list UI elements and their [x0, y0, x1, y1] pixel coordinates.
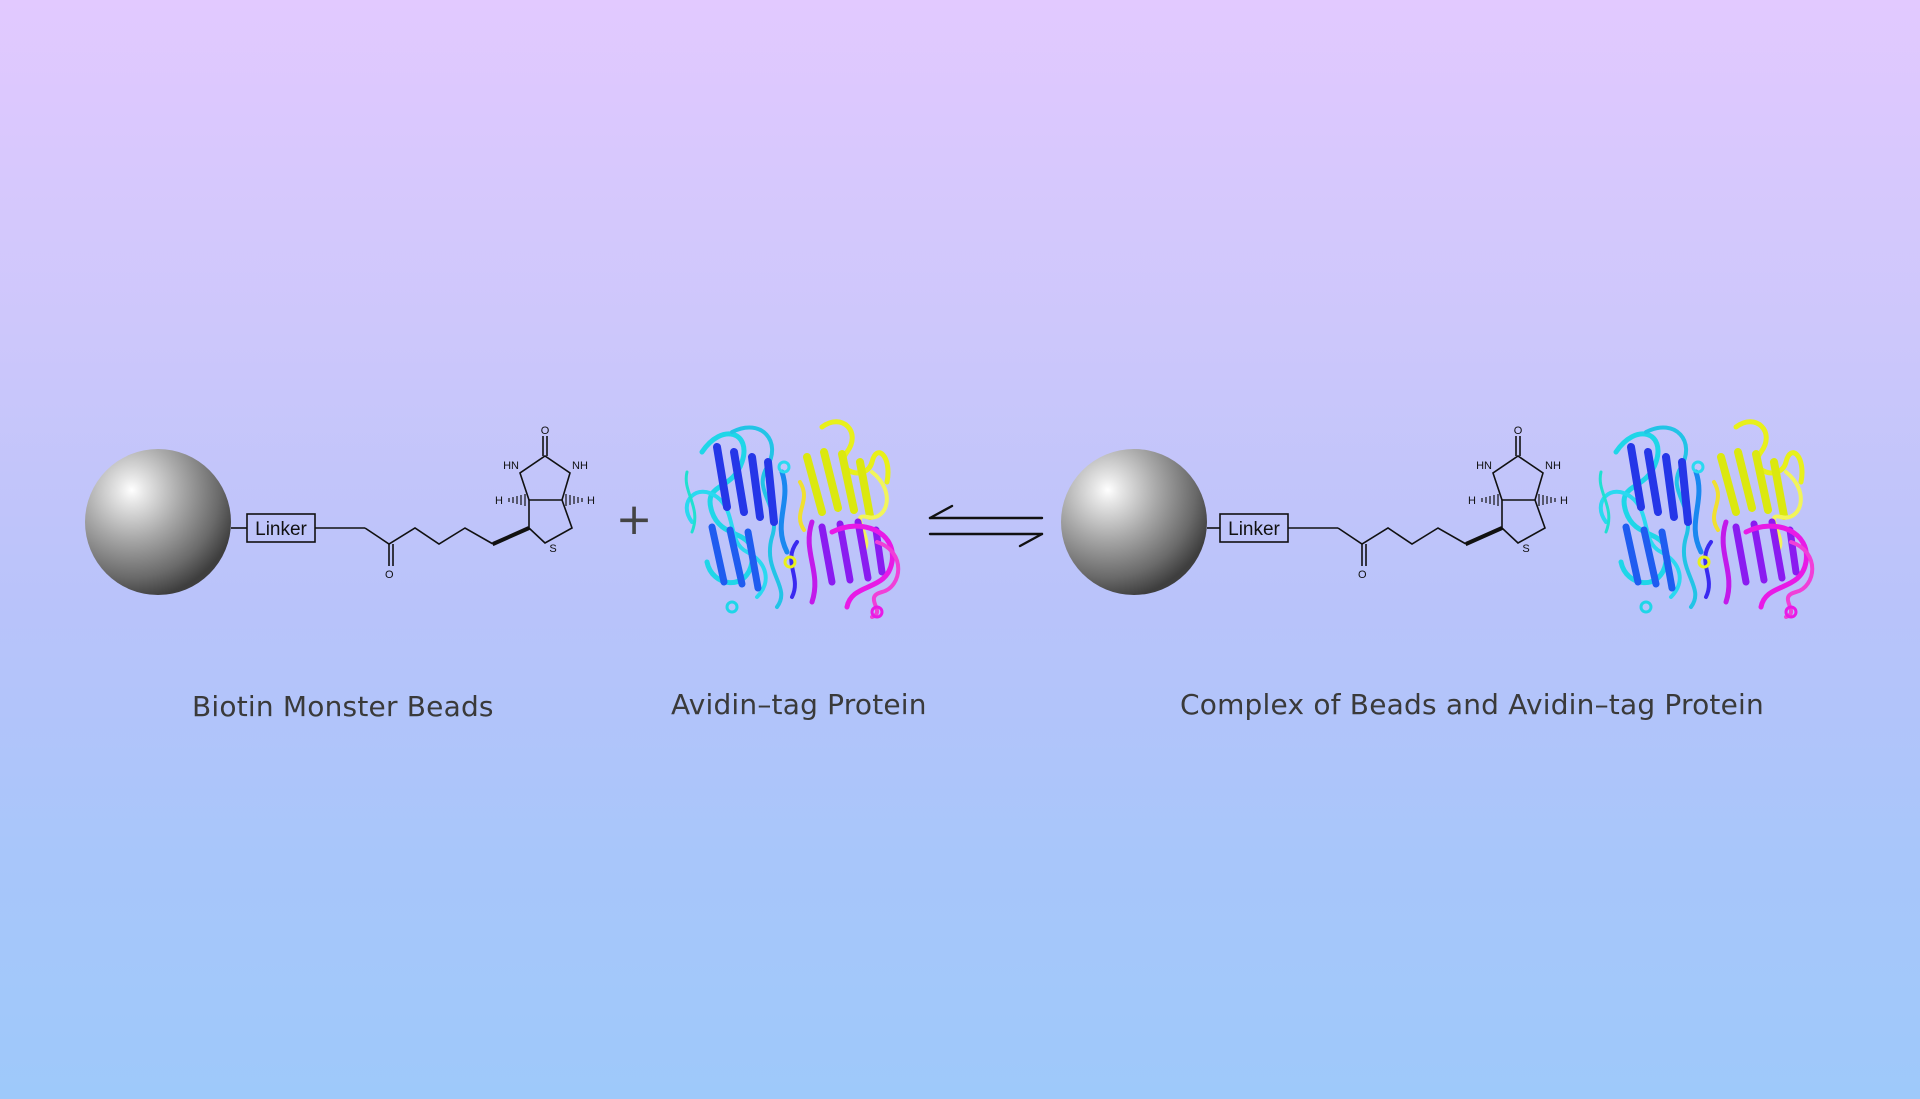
plus-sign: + — [616, 494, 653, 545]
svg-text:S: S — [549, 543, 556, 555]
bead-right-icon — [1061, 449, 1207, 595]
avidin-protein-complex-icon — [1600, 422, 1812, 617]
biotin-structure-right-icon: Linker O HN NH H H S O — [1218, 425, 1568, 581]
svg-text:NH: NH — [1545, 460, 1561, 472]
caption-avidin-protein: Avidin–tag Protein — [671, 688, 927, 721]
linker-label-left: Linker — [255, 519, 307, 540]
svg-text:NH: NH — [572, 460, 588, 472]
caption-complex: Complex of Beads and Avidin–tag Protein — [1180, 688, 1764, 721]
svg-text:H: H — [1468, 495, 1476, 507]
svg-text:O: O — [385, 569, 394, 581]
svg-text:H: H — [1560, 495, 1568, 507]
avidin-protein-ribbon-icon — [686, 422, 898, 617]
svg-text:HN: HN — [503, 460, 519, 472]
equilibrium-arrow-icon — [928, 504, 1044, 548]
svg-text:H: H — [587, 495, 595, 507]
svg-text:O: O — [1358, 569, 1367, 581]
bead-left-icon — [85, 449, 231, 595]
linker-label-right: Linker — [1228, 519, 1280, 540]
svg-text:O: O — [541, 425, 550, 437]
svg-text:S: S — [1522, 543, 1529, 555]
caption-biotin-beads: Biotin Monster Beads — [192, 690, 494, 723]
biotin-structure-left-icon: Linker O HN NH H H S O — [245, 425, 595, 581]
svg-text:O: O — [1514, 425, 1523, 437]
svg-text:HN: HN — [1476, 460, 1492, 472]
svg-text:H: H — [495, 495, 503, 507]
